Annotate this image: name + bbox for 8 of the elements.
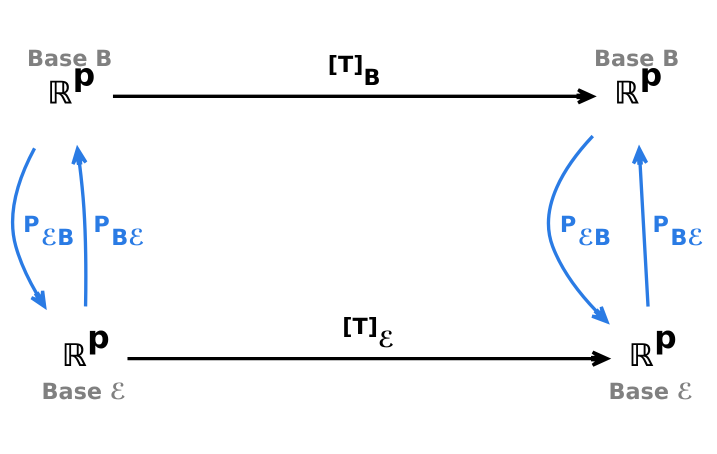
arrow [632,146,650,306]
arrow [11,147,46,308]
node-label: Base ℰ [608,378,694,404]
arrow [112,88,594,104]
node-label: Base ℰ [42,378,126,404]
arrow [546,134,609,323]
arrow [71,146,88,306]
arrow [127,350,609,366]
